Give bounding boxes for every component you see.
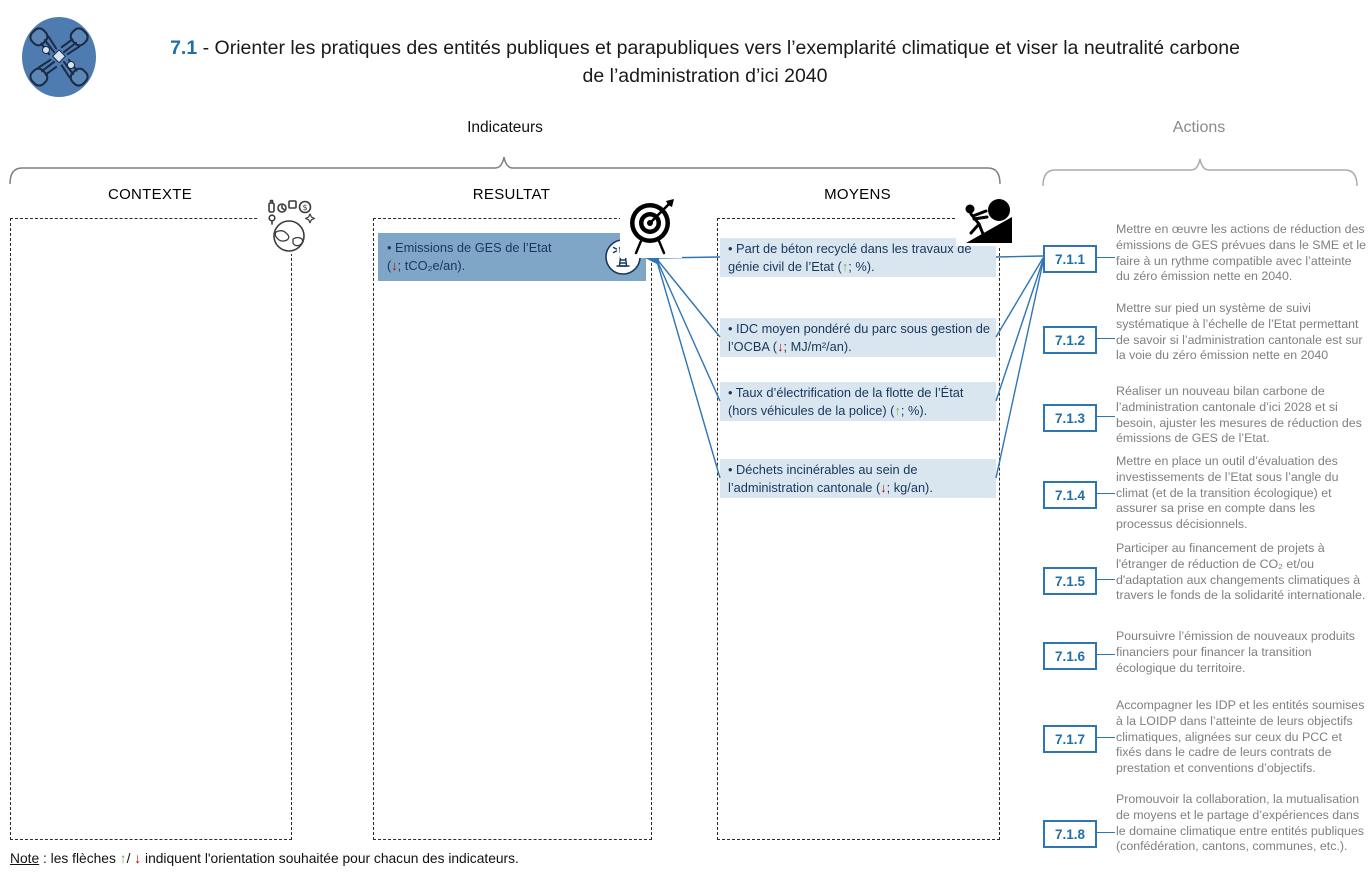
up-arrow-icon: ↑ (119, 851, 127, 866)
action-connector (1095, 257, 1115, 258)
moyens-header: MOYENS (824, 186, 891, 203)
down-arrow-icon: ↓ (777, 339, 784, 354)
action-description-7-1-3: Réaliser un nouveau bilan carbone de l’a… (1116, 384, 1362, 446)
action-box-7-1-6: 7.1.6 (1043, 642, 1115, 670)
down-arrow-icon: ↓ (134, 851, 142, 866)
resultat-indicator: • Emissions de GES de l’Etat (↓; tCO₂e/a… (378, 233, 646, 281)
up-arrow-icon: ↑ (841, 259, 849, 274)
resultat-column-box (373, 218, 652, 840)
action-description-7-1-4: Mettre en place un outil d’évaluation de… (1116, 454, 1339, 532)
action-description-7-1-8: Promouvoir la collaboration, la mutualis… (1116, 792, 1364, 854)
action-description-7-1-1: Mettre en œuvre les actions de réduction… (1116, 222, 1366, 284)
link-resultat-moyens-2 (655, 257, 721, 338)
action-connector (1095, 737, 1115, 738)
contexte-header: CONTEXTE (107, 186, 193, 203)
moyens-indicator-3: • Taux d’électrification de la flotte de… (720, 382, 996, 421)
action-connector (1095, 416, 1115, 417)
action-box-7-1-1: 7.1.1 (1043, 245, 1115, 273)
action-box-7-1-3: 7.1.3 (1043, 404, 1115, 432)
link-action711-moyens-2 (995, 257, 1044, 338)
action-box-7-1-8: 7.1.8 (1043, 820, 1115, 848)
title-separator: - (197, 37, 215, 59)
globe-markers-icon: $ (258, 198, 320, 254)
resultat-indicator-line1: • Emissions de GES de l’Etat (387, 240, 552, 255)
link-action711-moyens-4 (995, 261, 1044, 479)
link-action711-moyens-1 (995, 255, 1044, 258)
brace-actions (1042, 158, 1358, 187)
link-resultat-moyens-3 (655, 257, 721, 402)
contexte-column-box (10, 218, 292, 840)
action-box-7-1-5: 7.1.5 (1043, 567, 1115, 595)
down-arrow-icon: ↓ (880, 480, 887, 495)
note-label: Note (10, 851, 40, 866)
action-description-7-1-2: Mettre sur pied un système de suivi syst… (1116, 301, 1363, 363)
resultat-indicator-line2: (↓; tCO₂e/an). (387, 258, 466, 273)
action-description-7-1-6: Poursuivre l’émission de nouveaux produi… (1116, 629, 1355, 675)
action-box-7-1-7: 7.1.7 (1043, 725, 1115, 753)
title-text: Orienter les pratiques des entités publi… (214, 37, 1240, 87)
resultat-header: RESULTAT (472, 186, 551, 203)
title-number: 7.1 (170, 37, 198, 59)
action-connector (1095, 654, 1115, 655)
page-title: 7.1 - Orienter les pratiques des entités… (170, 34, 1240, 90)
action-box-7-1-4: 7.1.4 (1043, 481, 1115, 509)
footnote: Note : les flèches ↑/ ↓ indiquent l'orie… (10, 851, 519, 866)
brace-indicateurs (9, 156, 1001, 185)
up-arrow-icon: ↑ (894, 403, 901, 418)
hands-collaboration-icon (16, 10, 102, 102)
action-description-7-1-7: Accompagner les IDP et les entités soumi… (1116, 698, 1365, 776)
action-connector (1095, 493, 1115, 494)
svg-text:$: $ (302, 203, 307, 212)
link-resultat-moyens-4 (655, 257, 721, 479)
action-connector (1095, 579, 1115, 580)
moyens-indicator-4: • Déchets incinérables au sein de l’admi… (720, 459, 996, 498)
action-description-7-1-5: Participer au financement de projets à l… (1116, 541, 1366, 603)
moyens-indicator-2: • IDC moyen pondéré du parc sous gestion… (720, 318, 996, 357)
indicateurs-label: Indicateurs (467, 119, 543, 136)
link-action711-moyens-3 (995, 259, 1044, 402)
dartboard-target-icon (620, 196, 682, 258)
actions-label: Actions (1172, 119, 1226, 136)
moyens-indicator-1: • Part de béton recyclé dans les travaux… (720, 238, 996, 277)
person-pushing-boulder-icon (956, 196, 1016, 246)
action-connector (1095, 338, 1115, 339)
moyens-column-box (717, 218, 1000, 840)
action-connector (1095, 832, 1115, 833)
action-box-7-1-2: 7.1.2 (1043, 326, 1115, 354)
down-arrow-icon: ↓ (391, 258, 398, 273)
